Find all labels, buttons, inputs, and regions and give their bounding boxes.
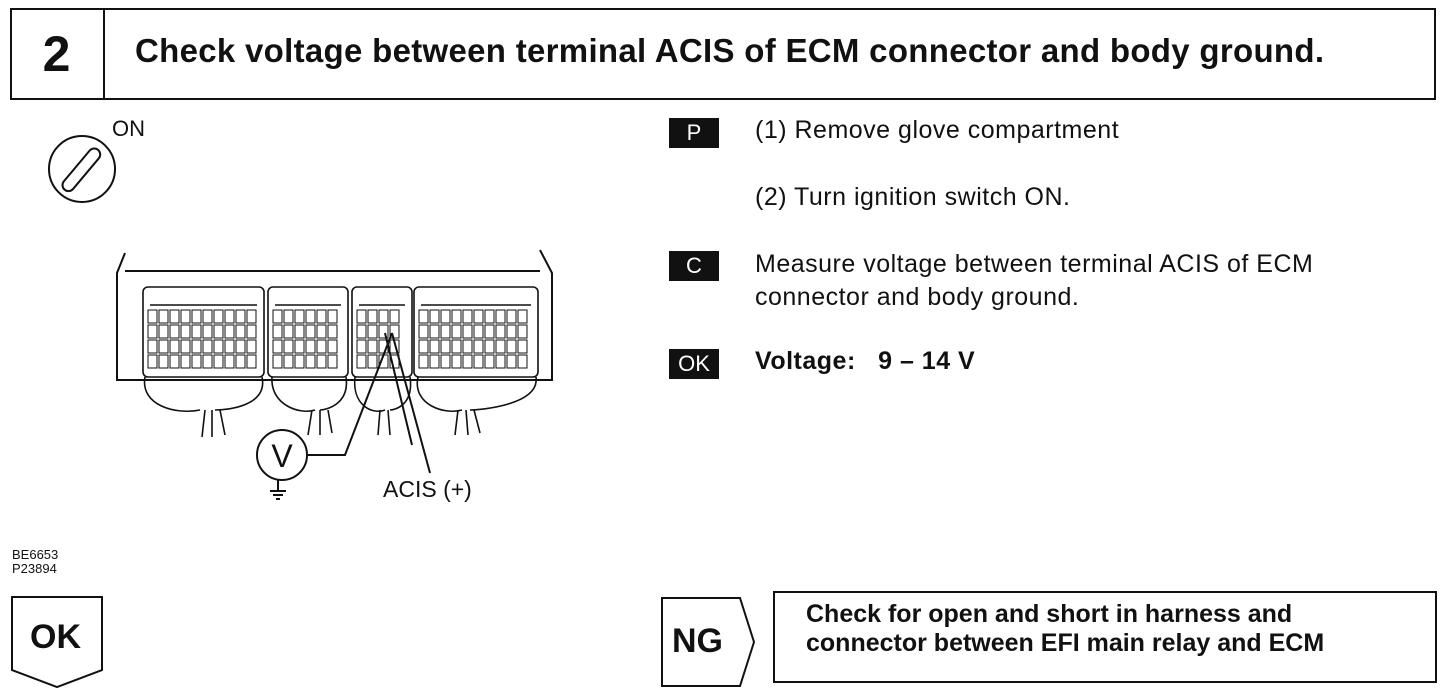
ecm-connectors — [142, 286, 539, 378]
prep-step-2: (2) Turn ignition switch ON. — [755, 183, 1071, 211]
step-number: 2 — [10, 8, 105, 100]
ok-tag: OK — [669, 349, 719, 379]
ng-result-shape — [661, 597, 756, 687]
prep-step-1: (1) Remove glove compartment — [755, 116, 1120, 144]
acis-terminal-label: ACIS (+) — [383, 476, 472, 502]
wire-harness — [143, 376, 537, 438]
check-line-1: Measure voltage between terminal ACIS of… — [755, 250, 1314, 278]
ng-action-text: Check for open and short in harness and … — [806, 600, 1325, 657]
ok-voltage-spec: Voltage: 9 – 14 V — [755, 347, 976, 375]
svg-text:V: V — [271, 438, 293, 474]
ok-result-label: OK — [30, 618, 81, 656]
check-tag: C — [669, 251, 719, 281]
prep-tag: P — [669, 118, 719, 148]
ok-result-shape — [11, 596, 103, 689]
ecm-connector-illustration: ON V ACIS (+) — [48, 116, 553, 502]
step-header-box — [10, 8, 1436, 100]
step-title: Check voltage between terminal ACIS of E… — [135, 32, 1325, 69]
figure-reference-code: BE6653 P23894 — [12, 547, 59, 576]
ignition-switch-icon — [48, 135, 116, 203]
check-line-2: connector and body ground. — [755, 283, 1080, 311]
ground-symbol-icon — [270, 480, 286, 500]
ignition-on-label: ON — [112, 116, 145, 141]
voltmeter-icon: V — [256, 429, 308, 481]
ng-result-label: NG — [672, 622, 723, 660]
probe-leads — [306, 332, 431, 474]
ng-action-box — [773, 591, 1437, 683]
connector-pin-grid — [147, 309, 528, 369]
ecm-housing — [116, 249, 553, 381]
